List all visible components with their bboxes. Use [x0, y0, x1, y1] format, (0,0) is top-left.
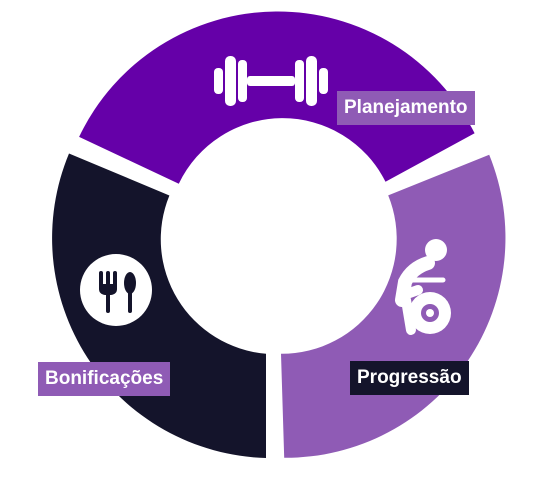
segment-planejamento [79, 11, 475, 184]
label-bonificacoes: Bonificações [38, 362, 171, 396]
dumbbell-icon [214, 56, 328, 106]
segment-progressao [281, 154, 506, 458]
fork-and-spoon-icon [80, 254, 152, 326]
segment-bonificacoes [52, 153, 267, 458]
label-planejamento: Planejamento [337, 91, 475, 125]
weightlifter-icon [395, 239, 451, 335]
label-progressao: Progressão [350, 361, 469, 395]
